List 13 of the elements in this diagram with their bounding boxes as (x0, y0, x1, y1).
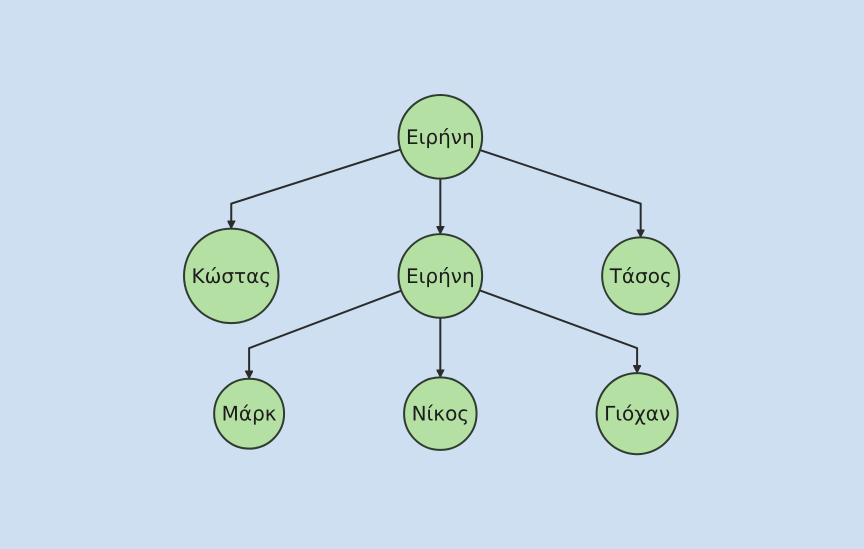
node-circle: Νίκος (403, 376, 478, 451)
arrow (436, 178, 446, 234)
node-circle: Ειρήνη (398, 232, 484, 319)
node-circle: Μάρκ (214, 378, 286, 450)
arrow (245, 290, 402, 379)
node-circle: Τάσος (602, 236, 681, 316)
node-circle: Ειρήνη (398, 94, 484, 180)
node-circle: Γιόχαν (596, 372, 680, 456)
arrow (436, 318, 446, 378)
arrow (480, 148, 646, 238)
arrow (480, 289, 642, 374)
node-circle: Κώστας (183, 228, 280, 324)
arrow (227, 148, 402, 229)
